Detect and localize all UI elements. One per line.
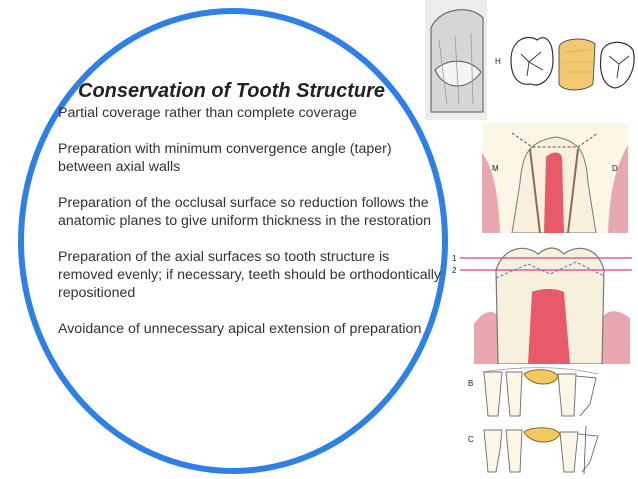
pontic — [523, 369, 559, 385]
abutment-tooth-mid — [505, 371, 523, 417]
original-contour-dashed — [511, 132, 599, 148]
bullet-item: Preparation of the occlusal surface so r… — [58, 195, 432, 229]
label-d: D — [612, 164, 618, 173]
abutment-tooth-left — [483, 429, 503, 473]
prepared-molar-lines — [608, 55, 630, 79]
label-h: H — [495, 57, 501, 66]
slide-title: Conservation of Tooth Structure — [78, 80, 386, 102]
molar-views-figure: H — [425, 0, 635, 120]
path-of-insertion-line — [583, 425, 587, 475]
gingiva-left — [474, 311, 498, 364]
onlay-restoration-view — [558, 38, 596, 91]
onlay-texture — [562, 49, 592, 73]
occlusal-reduction-figure: 1 2 — [452, 236, 632, 364]
pontic — [523, 427, 561, 443]
gingiva-right — [602, 311, 630, 364]
circle-frame — [18, 8, 448, 474]
label-m: M — [492, 164, 499, 173]
bullet-list: Partial coverage rather than complete co… — [58, 104, 448, 356]
pulp-chamber — [528, 289, 570, 364]
bullet-item: Preparation with minimum convergence ang… — [58, 141, 392, 175]
crown-hatching — [438, 33, 474, 105]
pulp — [544, 152, 564, 233]
abutment-tooth-mid — [505, 429, 523, 473]
bridge-outline — [481, 367, 599, 375]
label-2: 2 — [452, 266, 457, 275]
tilted-tooth — [575, 375, 597, 417]
label-c: C — [468, 435, 474, 444]
gingiva-right — [608, 145, 628, 233]
gingiva-left — [482, 153, 500, 233]
convergence-figure: M D — [482, 123, 628, 233]
abutment-tooth-right — [557, 373, 577, 417]
crown-occlusal-edge — [434, 60, 482, 87]
label-1: 1 — [452, 254, 457, 263]
prepared-molar-view — [599, 41, 635, 89]
molar-fissure-lines — [520, 51, 544, 77]
bridge-c-figure: C — [468, 425, 599, 475]
label-b: B — [468, 379, 473, 388]
bullet-item: Preparation of the axial surfaces so too… — [58, 249, 442, 301]
bullet-item: Partial coverage rather than complete co… — [58, 105, 357, 121]
bullet-item: Avoidance of unnecessary apical extensio… — [58, 321, 422, 337]
bridge-b-figure: B — [468, 367, 599, 417]
molar-outline-view — [510, 36, 554, 86]
abutment-tooth-left — [483, 371, 503, 417]
preparation-walls — [529, 148, 579, 233]
abutment-tooth-right — [559, 431, 579, 473]
repositioned-tooth — [577, 433, 599, 473]
